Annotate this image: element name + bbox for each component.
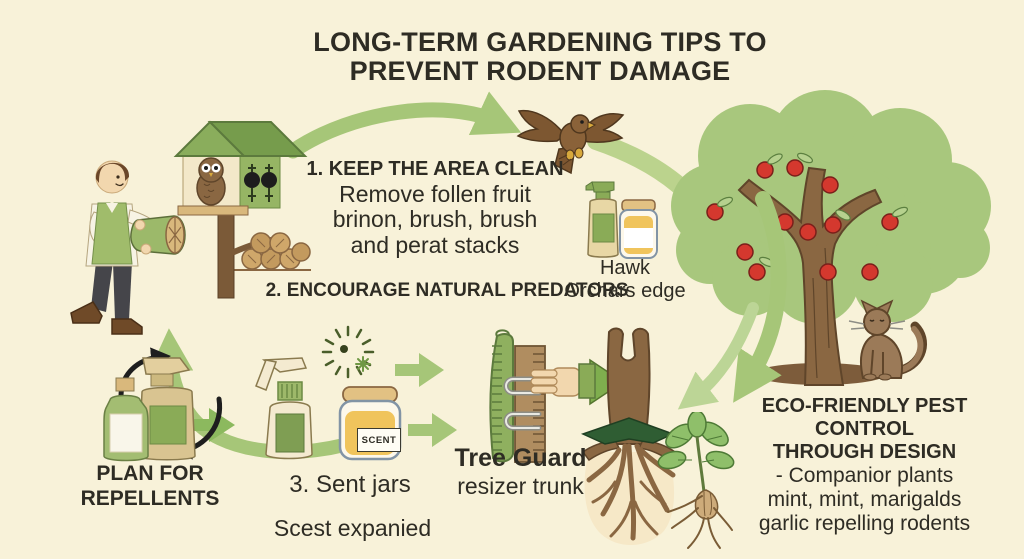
- step1-line: and perat stacks: [350, 231, 520, 258]
- spray-bottle-icon: [585, 181, 619, 258]
- trunk-section: [514, 345, 546, 463]
- apple-leaves: [717, 152, 908, 268]
- eco-heading-line-1: ECO-FRIENDLY PEST CONTROL: [761, 395, 968, 440]
- trunk-collar: [580, 417, 675, 445]
- tree-foliage: [671, 90, 991, 324]
- gardener-illustration: [70, 160, 186, 335]
- birdhouse-icon: [173, 120, 308, 216]
- apples: [706, 159, 899, 281]
- cat-icon: [848, 299, 927, 381]
- page-title: LONG-TERM GARDENING TIPS TO PREVENT RODE…: [250, 27, 830, 87]
- owl-birdhouse-illustration: [173, 120, 311, 299]
- log-pile-icon: [241, 232, 311, 270]
- step3-subtext: Scest expanied: [273, 515, 432, 541]
- hawk-icon: [516, 109, 625, 175]
- apple-tree-illustration: [671, 90, 991, 386]
- tree-guard-title: Tree Guard: [454, 444, 587, 472]
- arrow-tree-down: [733, 191, 787, 403]
- carried-log-icon: [130, 215, 186, 255]
- trunk: [606, 327, 651, 445]
- companion-plant-icon: [657, 412, 735, 549]
- roots: [586, 443, 676, 541]
- eco-heading-line-2: THROUGH DESIGN: [772, 441, 957, 463]
- predator-repellent-bottles-icon: [585, 181, 658, 259]
- arrow-jar-to-guard-top: [395, 353, 444, 387]
- soil-blob: [584, 452, 675, 546]
- repellent-jar-icon: [619, 199, 658, 259]
- man-figure: [70, 160, 162, 335]
- staples: [503, 376, 542, 431]
- repellents-line-1: PLAN FOR: [96, 462, 204, 485]
- step2-heading: 2. ENCOURAGE NATURAL PREDATORS: [265, 280, 629, 301]
- eco-bullet: - Companior plants: [775, 464, 954, 487]
- eco-bullet: garlic repelling rodents: [758, 512, 971, 536]
- scent-jar-label: SCENT: [357, 428, 401, 452]
- scent-burst-icon: [321, 325, 375, 379]
- eco-bullet: mint, mint, marigalds: [767, 488, 962, 512]
- guard-sheet-icon: [489, 329, 514, 463]
- scent-spray-bottle-icon: [255, 357, 313, 460]
- tree-guard-subtitle: resizer trunk: [457, 473, 584, 499]
- hawk-caption-line-2: Orchars edge: [564, 280, 686, 302]
- tree-guard-caption: Tree Guard resizer trunk: [443, 443, 598, 501]
- step3-heading: 3. Sent jars: [289, 471, 411, 498]
- eco-design-block: ECO-FRIENDLY PEST CONTROL THROUGH DESIGN…: [712, 395, 1017, 536]
- repellents-line-2: REPELLENTS: [80, 487, 220, 511]
- step1-line: brinon, brush, brush: [332, 206, 538, 233]
- plant-roots: [667, 495, 733, 549]
- title-line-2: PREVENT RODENT DAMAGE: [349, 56, 731, 87]
- tree-trunk: [737, 166, 883, 386]
- tree-guard-illustration: [489, 329, 596, 463]
- arrow-repellents-right: [183, 408, 235, 442]
- repellents-label: PLAN FOR REPELLENTS: [55, 461, 245, 511]
- step1-heading: 1. KEEP THE AREA CLEAN: [306, 158, 564, 180]
- hawk-caption: Hawk Orchars edge: [555, 257, 695, 303]
- trunk-roots-illustration: [580, 327, 677, 546]
- hawk-caption-line-1: Hawk: [599, 257, 650, 279]
- step1-line: Remove follen fruit: [339, 181, 531, 207]
- step1-block: 1. KEEP THE AREA CLEAN Remove follen fru…: [295, 158, 575, 258]
- arrow-birdhouse-to-hawk: [285, 91, 522, 159]
- arrow-jar-to-guard-bottom: [408, 413, 457, 447]
- green-bottle-icon: [103, 377, 149, 462]
- leaves: [657, 412, 735, 470]
- owl-icon: [196, 157, 226, 206]
- hand-icon: [530, 363, 596, 399]
- title-line-1: LONG-TERM GARDENING TIPS TO: [313, 27, 767, 57]
- arrow-to-eco-text: [677, 302, 759, 410]
